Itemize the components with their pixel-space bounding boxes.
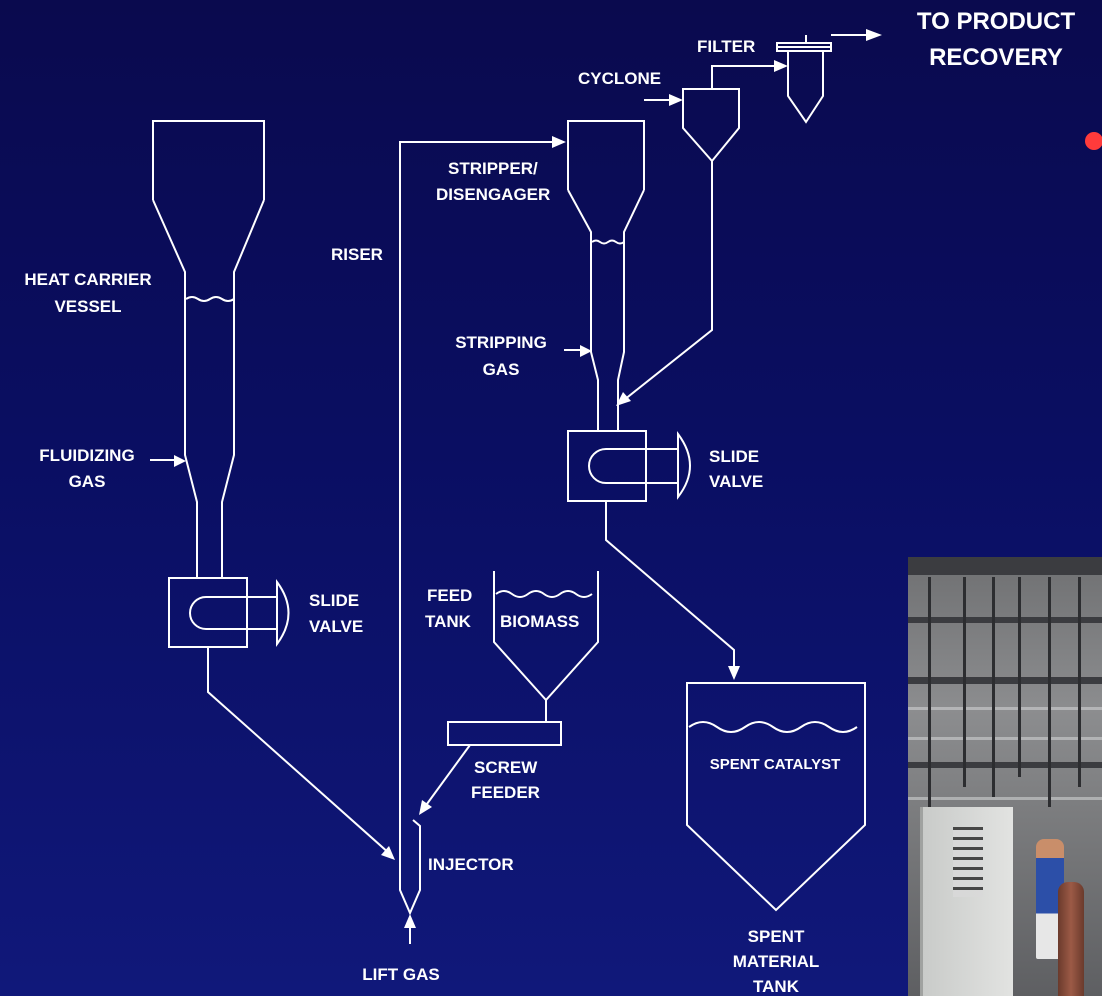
label-cyclone: CYCLONE [578,69,661,88]
bullet-marker [1085,132,1102,150]
pilot-plant-photo [908,557,1102,996]
label-slide-valve-left: SLIDE [309,591,359,610]
label-spent-catalyst: SPENT CATALYST [710,756,841,773]
label-slide-valve-right-2: VALVE [709,472,763,491]
label-tank: TANK [425,612,472,631]
label-stripping: STRIPPING [455,333,547,352]
label-feeder: FEEDER [471,783,540,802]
label-screw: SCREW [474,758,538,777]
spent-material-tank [687,683,865,910]
label-slide-valve-left-2: VALVE [309,617,363,636]
stripping-gas-arrow [564,345,592,357]
heat-carrier-vessel [153,121,264,578]
label-recovery: RECOVERY [929,44,1063,71]
cyclone [616,89,739,406]
label-feed: FEED [427,586,472,605]
stripper-disengager [568,121,644,431]
feed-tank [494,571,598,722]
left-slide-valve [169,578,289,647]
injector [400,820,420,944]
label-stripping-gas: GAS [483,360,520,379]
label-heat-carrier: HEAT CARRIER [24,270,151,289]
label-injector: INJECTOR [428,855,514,874]
label-to-product: TO PRODUCT [917,8,1076,35]
label-riser: RISER [331,245,383,264]
label-filter: FILTER [697,37,755,56]
heat-carrier-line [208,647,395,860]
label-vessel: VESSEL [54,297,121,316]
label-fluidizing: FLUIDIZING [39,446,134,465]
label-disengager: DISENGAGER [436,185,550,204]
label-biomass: BIOMASS [500,612,579,631]
spent-line [606,501,740,680]
label-spent: SPENT [748,927,805,946]
label-lift-gas: LIFT GAS [362,965,439,984]
label-spent-tank: TANK [753,977,800,996]
label-stripper: STRIPPER/ [448,159,538,178]
right-slide-valve [568,431,690,501]
label-fluidizing-gas: GAS [69,472,106,491]
label-material: MATERIAL [733,952,820,971]
label-slide-valve-right: SLIDE [709,447,759,466]
fluidizing-gas-arrow [150,455,186,467]
